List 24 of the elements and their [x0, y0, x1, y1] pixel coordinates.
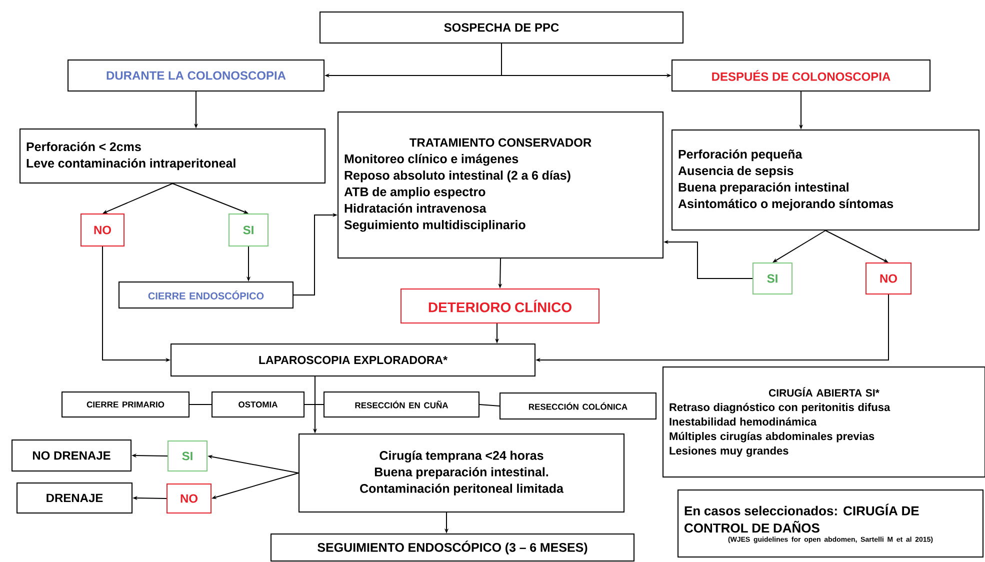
answer-box: SI [752, 262, 792, 294]
criteria-box: Perforación pequeña Ausencia de sepsis Buena preparación intestinal Asintomático o mejorando síntomas [672, 130, 980, 230]
criteria-box: Cirugía temprana <24 horas Buena preparación intestinal. Contaminación peritoneal limitada [298, 434, 624, 512]
option-box: RESECCIÓN EN CUÑA [324, 392, 480, 418]
process-box: DESPUÉS DE COLONOSCOPIA [672, 60, 930, 92]
warning-box: DETERIORO CLÍNICO [400, 288, 600, 324]
process-box: LAPAROSCOPIA EXPLORADORA* [170, 344, 536, 376]
option-box: RESECCIÓN COLÓNICA [500, 392, 656, 420]
criteria-box: Perforación < 2cms Leve contaminación intraperitoneal [20, 128, 326, 184]
process-box: DURANTE LA COLONOSCOPIA [68, 60, 324, 92]
option-box: OSTOMIA [212, 392, 304, 418]
answer-box: NO [80, 214, 124, 246]
answer-box: NO [866, 262, 912, 294]
process-box: SEGUIMIENTO ENDOSCÓPICO (3 – 6 MESES) [270, 534, 634, 562]
option-box: CIERRE PRIMARIO [62, 392, 190, 418]
process-box: CIERRE ENDOSCÓPICO [118, 282, 294, 308]
answer-box: SI [168, 440, 208, 472]
process-box: SOSPECHA DE PPC [320, 12, 684, 44]
outcome-box: NO DRENAJE [12, 440, 132, 472]
answer-box: NO [166, 484, 212, 514]
treatment-box: TRATAMIENTO CONSERVADOR Monitoreo clínico e imágenes Reposo absoluto intestinal (2 a 6 días) ATB de amplio espectro Hidratación intravenosa Seguimiento multidisciplinario [338, 112, 664, 258]
answer-box: SI [228, 214, 268, 246]
criteria-box: CIRUGÍA ABIERTA SI* Retraso diagnóstico con peritonitis difusa Inestabilidad hemodinámica Múltiples cirugías abdominales previas Lesiones muy grandes [662, 366, 985, 478]
outcome-box: DRENAJE [16, 482, 132, 514]
